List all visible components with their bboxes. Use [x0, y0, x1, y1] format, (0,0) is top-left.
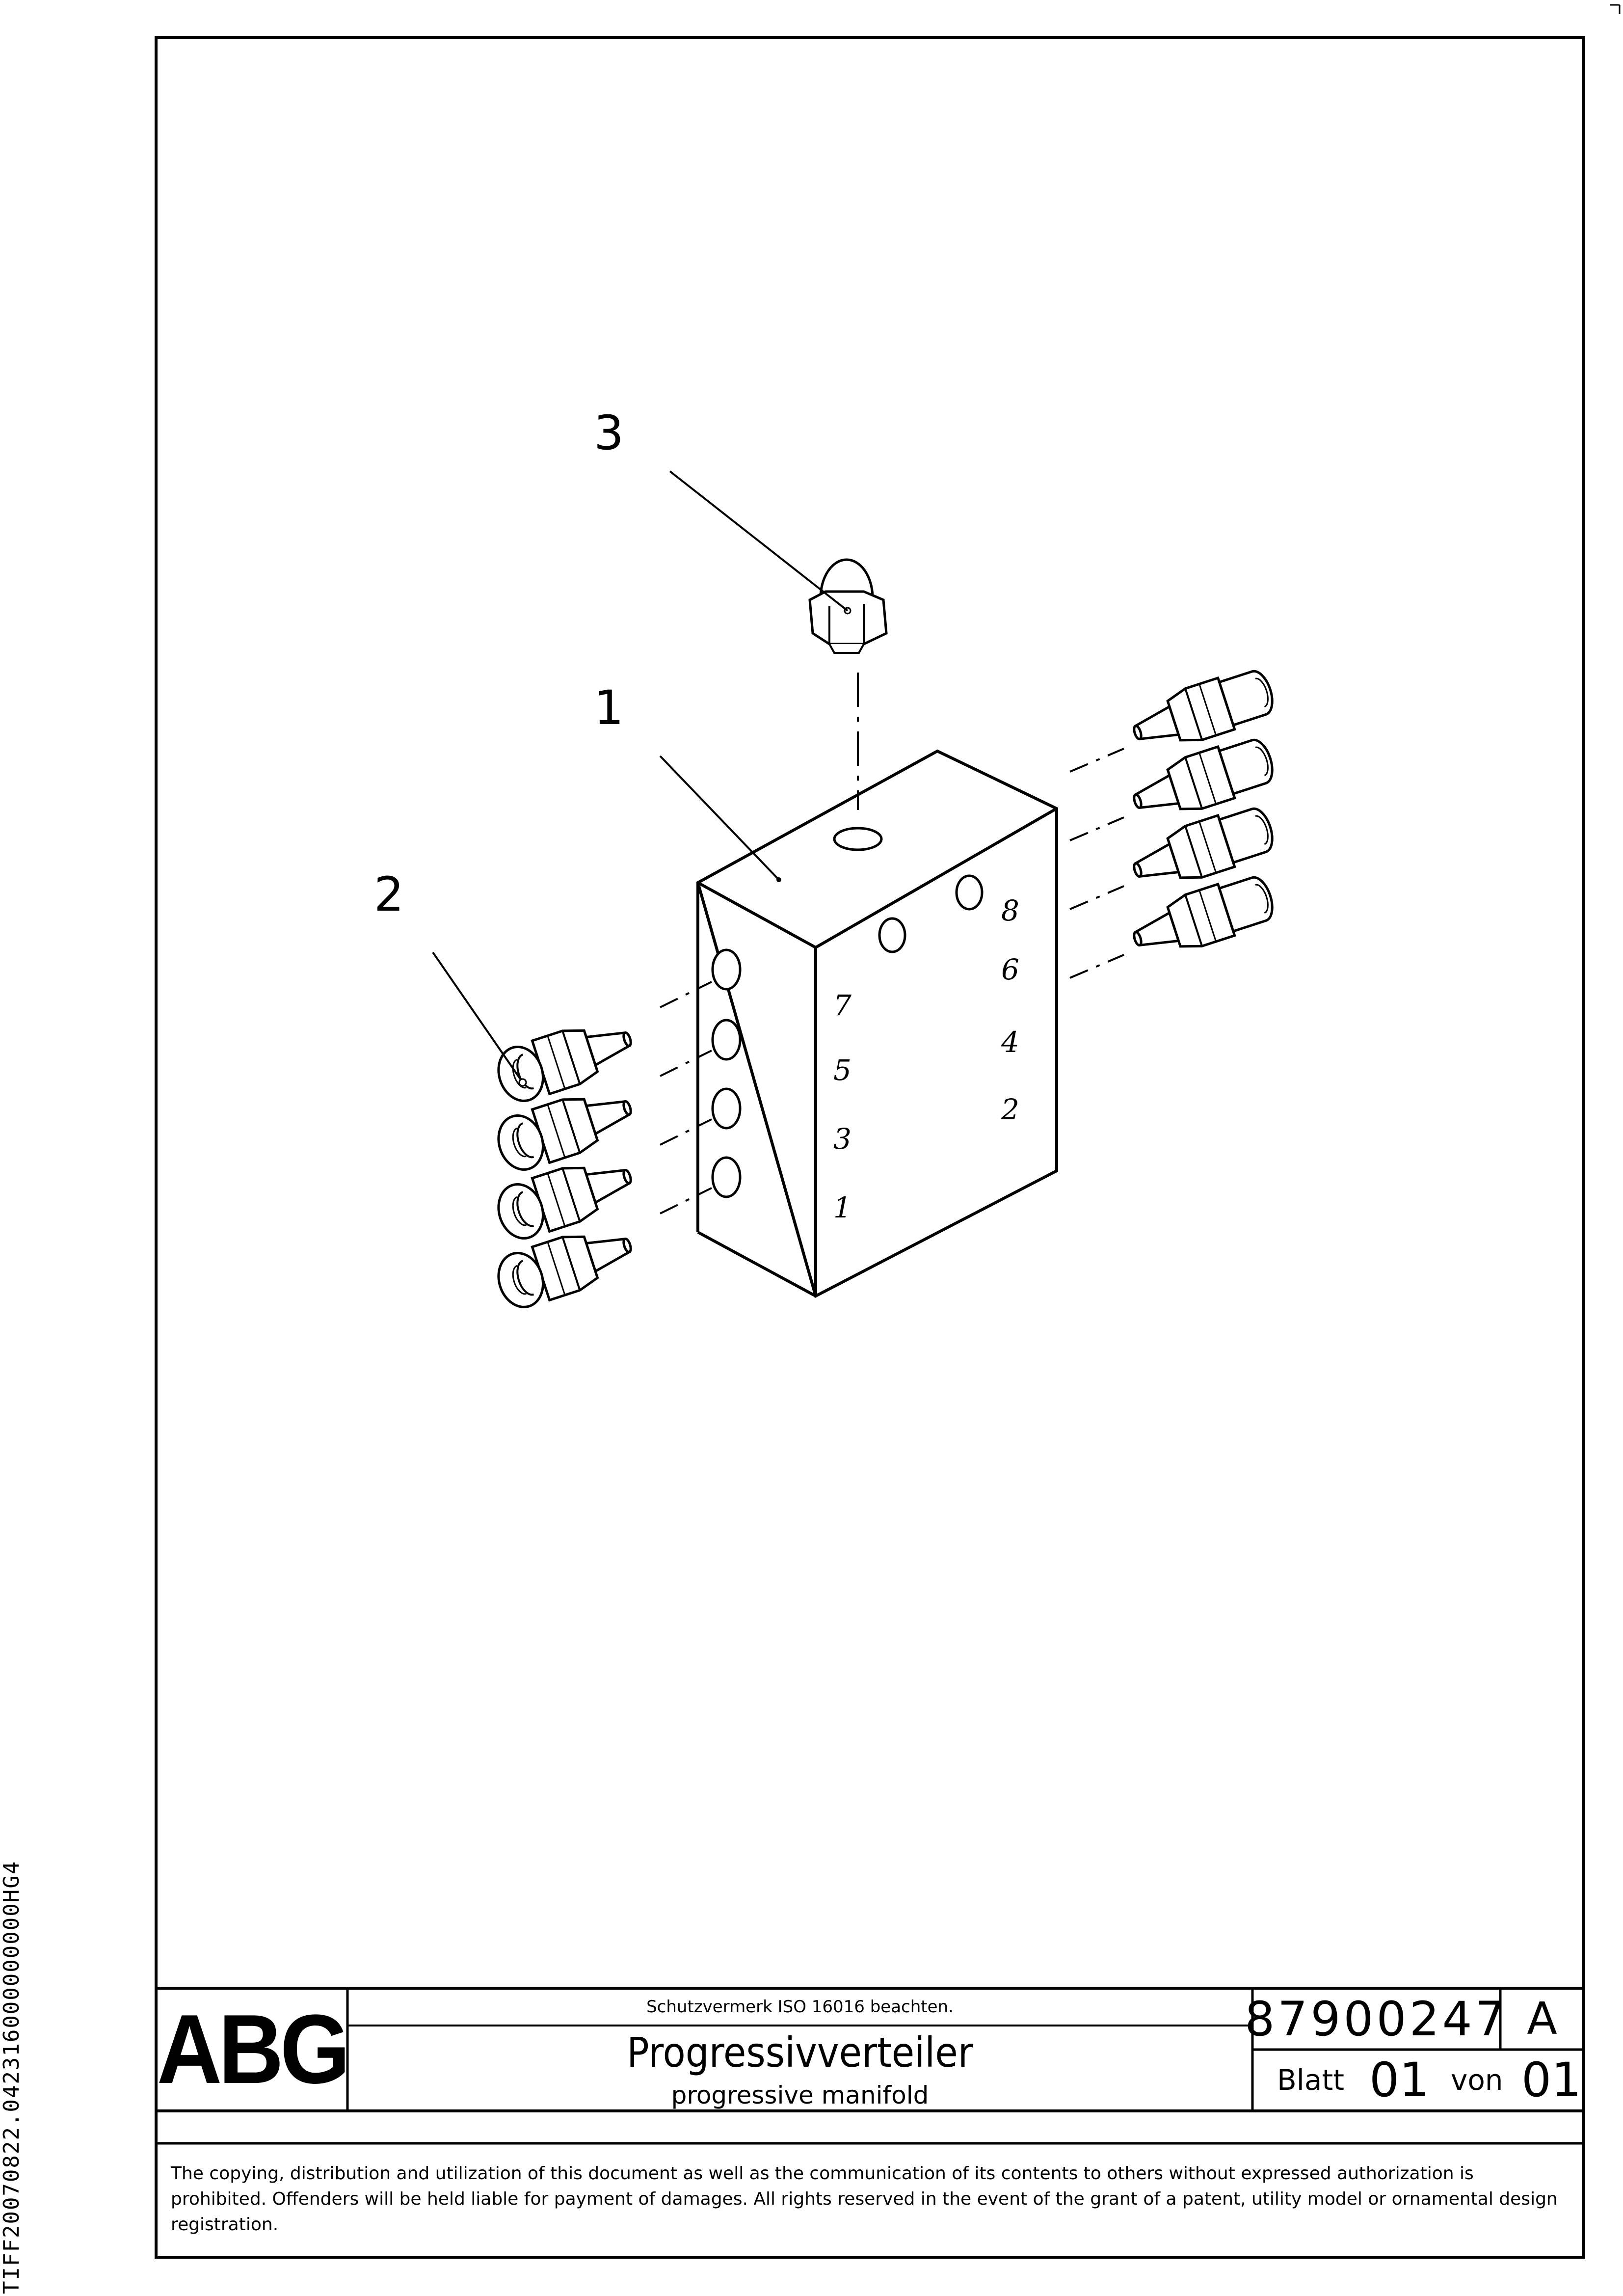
document-number: 87900247 — [1245, 1991, 1508, 2047]
top-port — [833, 827, 883, 851]
sheet-border — [155, 36, 1585, 2259]
title-block-grid — [156, 1987, 1584, 2145]
sheet-info: Blatt 01 von 01 — [1252, 2050, 1584, 2111]
exploded-view: 3 1 2 7 5 3 1 8 6 4 2 — [374, 405, 1278, 1313]
port-label-3: 3 — [833, 1122, 851, 1156]
sheet-total: 01 — [1521, 2053, 1582, 2107]
port-label-2: 2 — [1001, 1093, 1019, 1126]
sheet-label: Blatt — [1277, 2063, 1344, 2097]
title-english: progressive manifold — [671, 2081, 929, 2109]
leader-lines — [432, 470, 849, 1083]
port-label-8: 8 — [1001, 894, 1019, 927]
sheet-number: 01 — [1369, 2053, 1430, 2107]
abg-logo: ABG — [157, 1995, 350, 2104]
callout-2: 2 — [374, 867, 404, 922]
of-label: von — [1451, 2063, 1503, 2097]
side-code: TIFF20070822.042316000000000HG4 — [0, 1860, 24, 2294]
right-fittings — [1069, 664, 1278, 979]
port-label-7: 7 — [833, 989, 851, 1022]
left-fittings — [492, 981, 712, 1313]
revision: A — [1527, 1993, 1557, 2045]
port-label-4: 4 — [1001, 1026, 1019, 1059]
callout-1: 1 — [594, 680, 624, 735]
callout-3: 3 — [594, 405, 624, 460]
left-face-ports — [711, 874, 984, 1198]
title-german: Progressivverteiler — [627, 2028, 973, 2077]
port-label-5: 5 — [833, 1053, 851, 1087]
copyright-notice: The copying, distribution and utilizatio… — [171, 2163, 1558, 2235]
grease-nipple — [808, 558, 888, 810]
port-label-6: 6 — [1001, 953, 1019, 986]
manifold-block — [696, 749, 1058, 1298]
protection-notice: Schutzvermerk ISO 16016 beachten. — [646, 1997, 954, 2017]
port-label-1: 1 — [833, 1191, 851, 1224]
